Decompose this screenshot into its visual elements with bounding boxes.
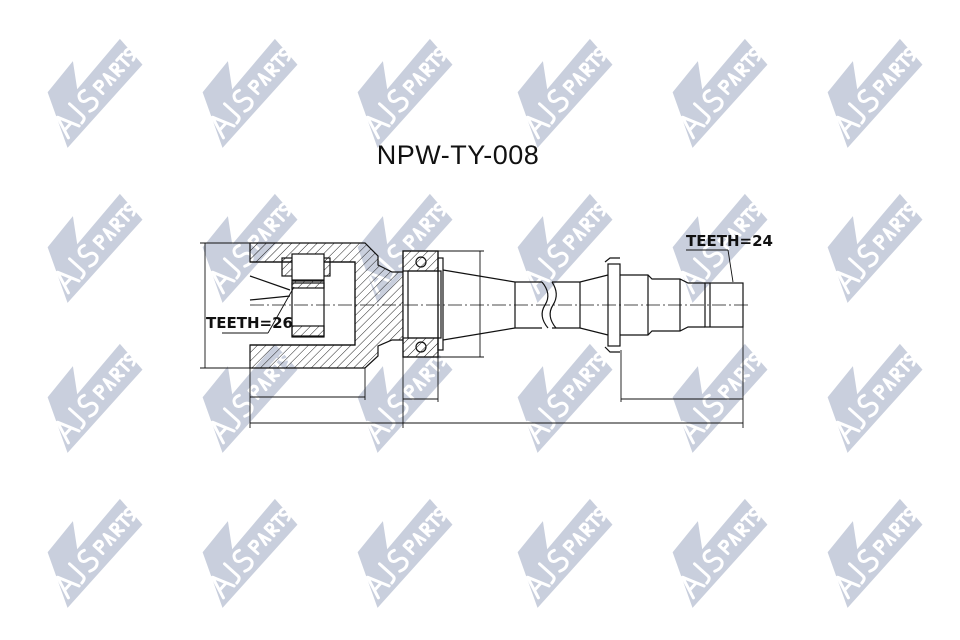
shaft [250, 257, 748, 353]
ajs-parts-watermark-logo [517, 343, 613, 453]
ajs-parts-watermark-logo [202, 498, 298, 608]
leader-lines [222, 249, 734, 334]
ajs-parts-watermark-logo [202, 38, 298, 148]
teeth-right-label: TEETH=24 [686, 232, 773, 250]
ajs-parts-watermark-logo [827, 343, 923, 453]
ajs-parts-watermark-logo [357, 343, 453, 453]
ajs-parts-watermark-logo [827, 193, 923, 303]
ajs-parts-watermark-logo [827, 498, 923, 608]
ajs-parts-watermark-logo [672, 343, 768, 453]
ajs-parts-watermark-logo [357, 498, 453, 608]
ajs-parts-watermark-logo [672, 193, 768, 303]
ajs-parts-watermark-logo [47, 498, 143, 608]
ajs-parts-watermark-logo [47, 38, 143, 148]
ajs-parts-watermark-logo [517, 38, 613, 148]
ajs-parts-watermark-logo [517, 498, 613, 608]
dimension-lines [200, 242, 744, 428]
ajs-parts-watermark-logo [357, 38, 453, 148]
boot-flange [402, 250, 444, 358]
teeth-left-label: TEETH=26 [206, 314, 293, 332]
ajs-parts-watermark-logo [672, 498, 768, 608]
ajs-parts-watermark-logo [47, 343, 143, 453]
inner-cv-joint-housing [249, 242, 404, 369]
ajs-parts-watermark-logo [827, 38, 923, 148]
ajs-parts-watermark-logo [47, 193, 143, 303]
part-number-title: NPW-TY-008 [376, 140, 540, 170]
ajs-parts-watermark-logo [672, 38, 768, 148]
